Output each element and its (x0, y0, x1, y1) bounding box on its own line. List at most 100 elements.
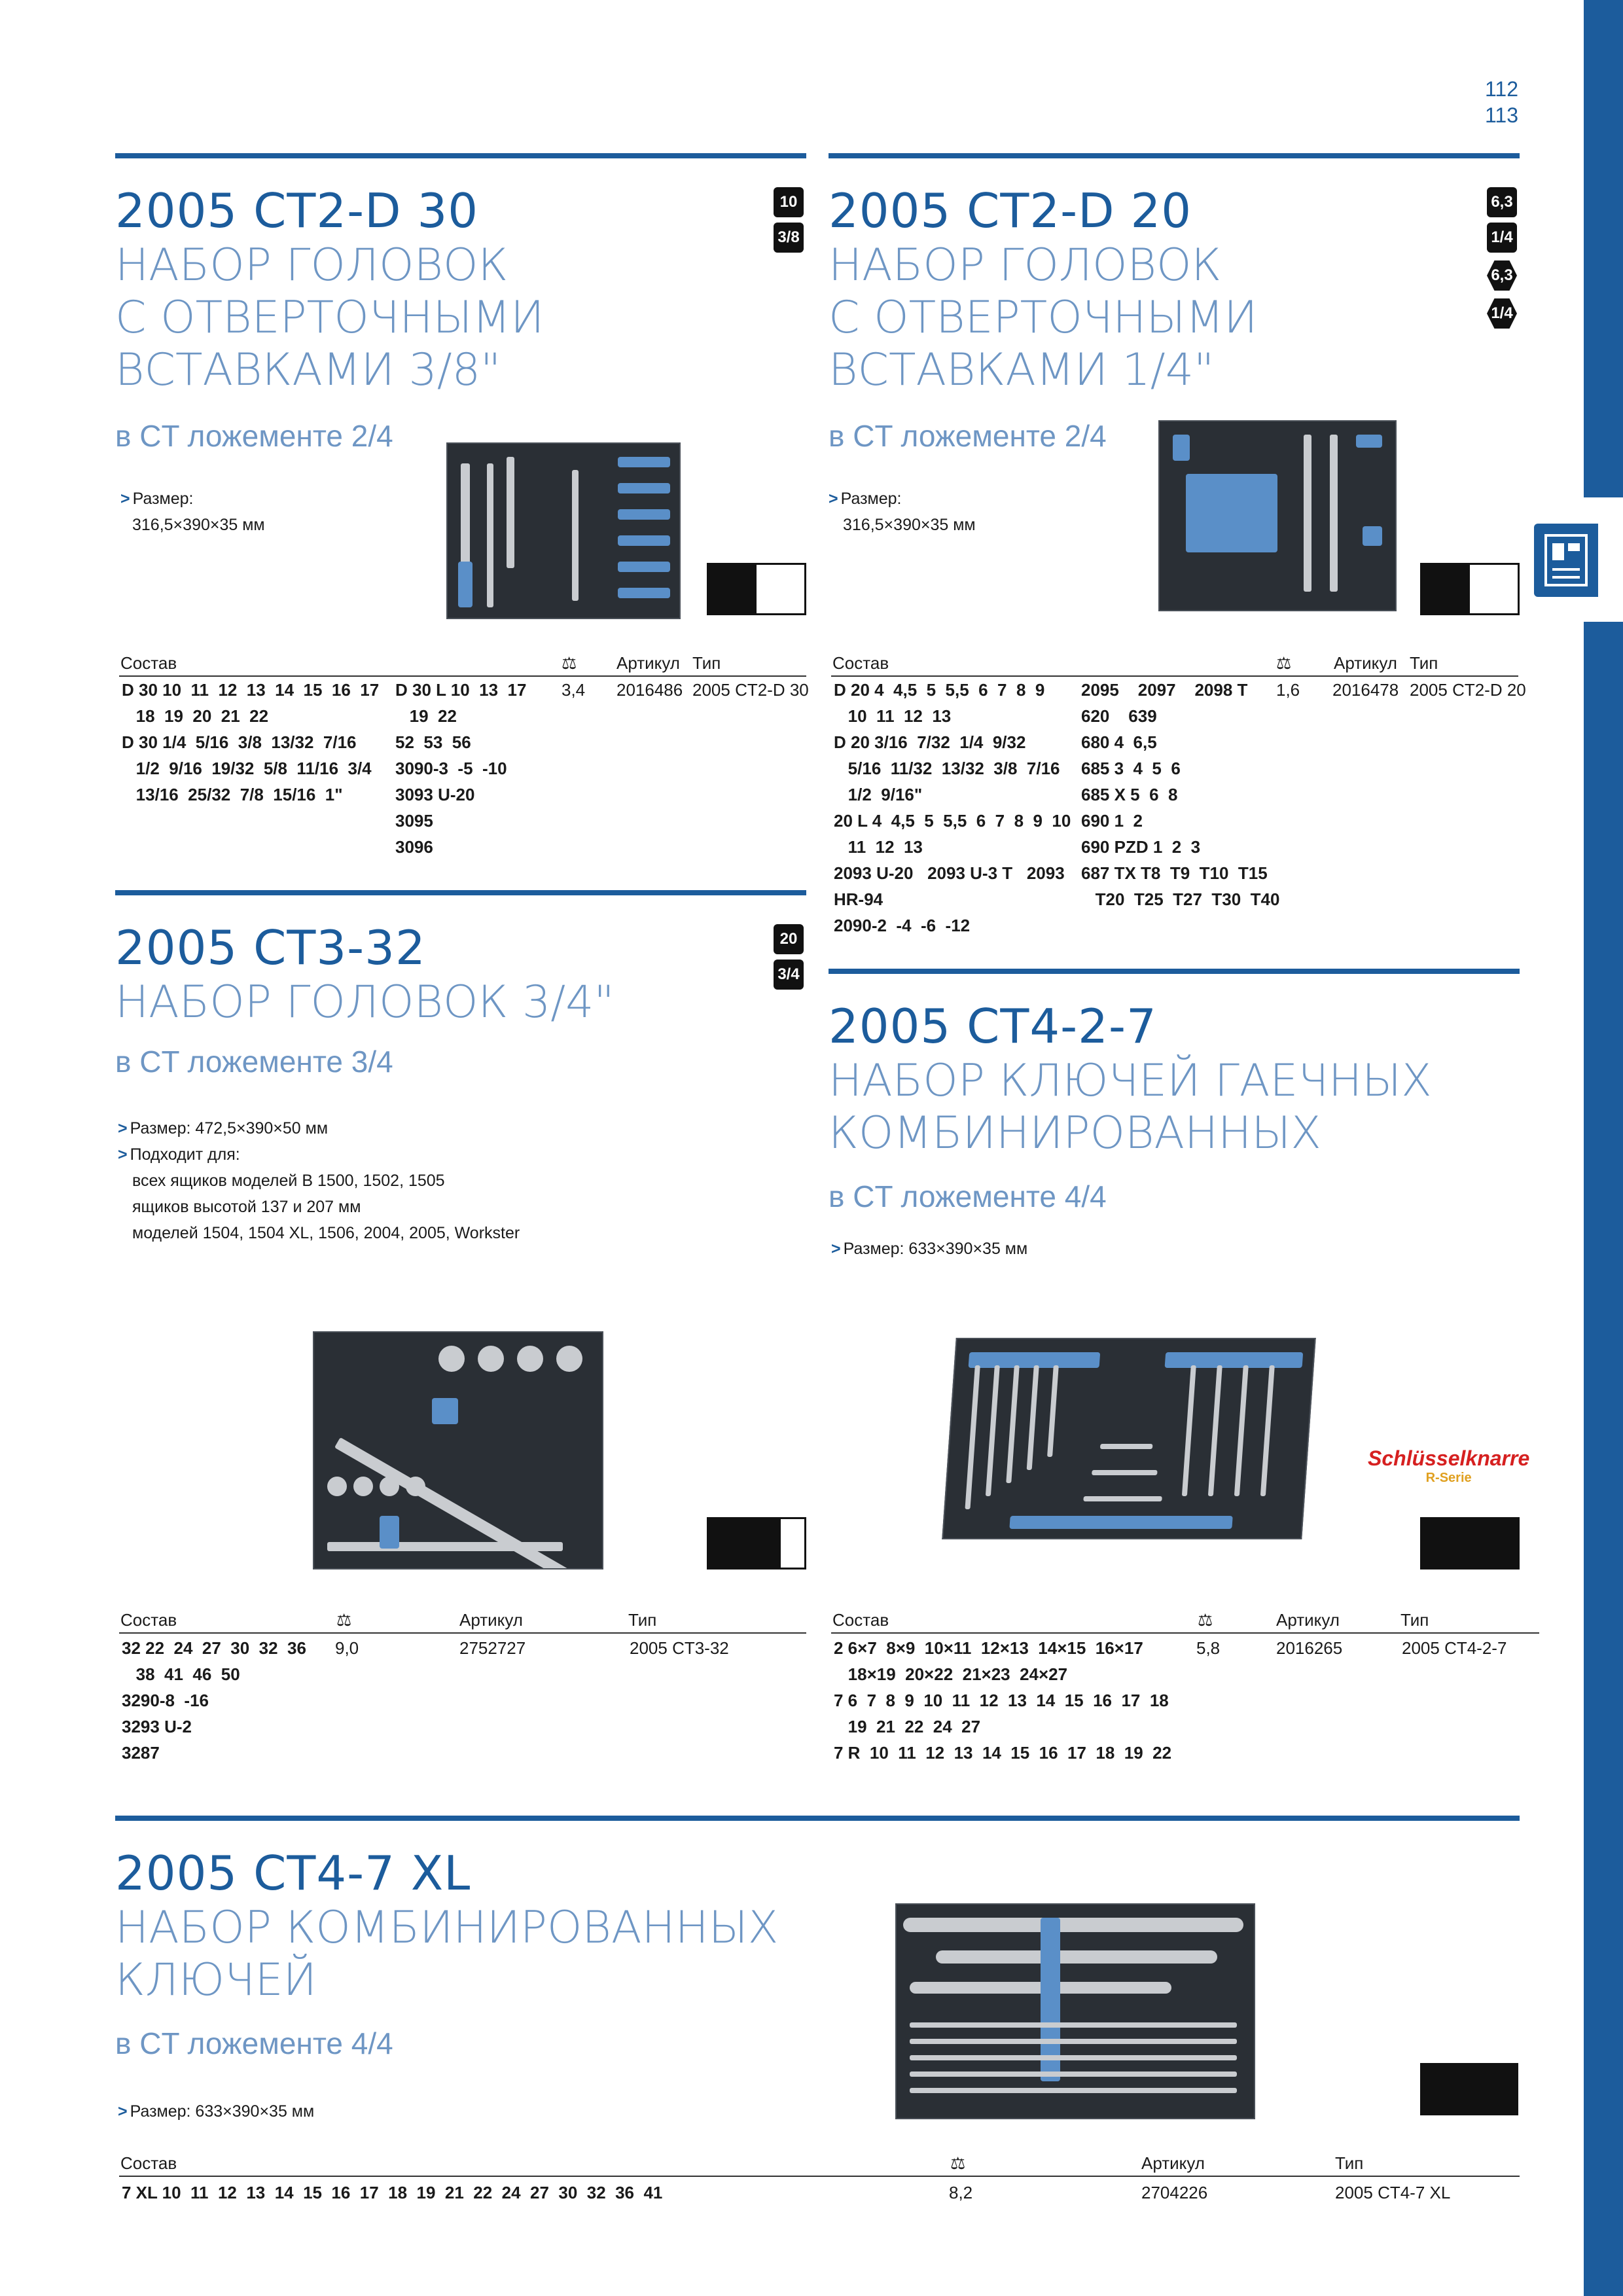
product-title-line: КОМБИНИРОВАННЫХ (829, 1107, 1321, 1159)
header-type: Тип (628, 1610, 657, 1630)
type-value: 2005 CT4-2-7 (1402, 1638, 1507, 1658)
product-title-line: ВСТАВКАМИ 1/4" (829, 344, 1215, 396)
arrow-icon: > (831, 1240, 841, 1258)
hex-size-badge: 6,3 (1487, 260, 1517, 291)
drive-size-badge: 10 (774, 187, 804, 217)
header-type: Тип (1410, 653, 1438, 673)
table-header: Состав ⚖ Артикул Тип (119, 2151, 1520, 2177)
section-rule (115, 153, 806, 158)
weight-icon: ⚖ (1276, 653, 1292, 673)
weight-value: 9,0 (335, 1638, 359, 1658)
tray-size-indicator (1420, 2063, 1518, 2115)
table-header: Состав ⚖ Артикул Тип (831, 1607, 1539, 1634)
weight-icon: ⚖ (562, 653, 577, 673)
product-title-line: НАБОР ГОЛОВОК (115, 240, 508, 291)
tray-size-indicator (707, 1517, 806, 1570)
page-edge-bar (1584, 0, 1623, 2296)
size-info: >Размер: 472,5×390×50 мм (118, 1119, 329, 1138)
header-article: Артикул (1334, 653, 1397, 673)
weight-value: 3,4 (562, 680, 586, 700)
arrow-icon: > (118, 2102, 128, 2121)
product-subtitle: в CT ложементе 2/4 (115, 419, 393, 453)
weight-value: 8,2 (949, 2183, 973, 2202)
section-rule (115, 890, 806, 895)
article-value: 2016486 (616, 680, 683, 700)
article-value: 2752727 (459, 1638, 526, 1658)
product-subtitle: в CT ложементе 4/4 (115, 2026, 393, 2060)
header-article: Артикул (616, 653, 680, 673)
drive-inch-badge: 3/8 (774, 223, 804, 253)
weight-icon: ⚖ (950, 2153, 966, 2173)
type-value: 2005 CT2-D 30 (692, 680, 809, 700)
tool-tray-photo (1158, 420, 1397, 611)
product-subtitle: в CT ложементе 2/4 (829, 419, 1107, 453)
weight-icon: ⚖ (336, 1610, 352, 1630)
type-value: 2005 CT3-32 (630, 1638, 729, 1658)
product-title-line: С ОТВЕРТОЧНЫМИ (829, 292, 1258, 344)
drive-inch-badge: 1/4 (1487, 223, 1517, 253)
fits-line: ящиков высотой 137 и 207 мм (132, 1198, 361, 1216)
weight-value: 1,6 (1276, 680, 1300, 700)
fits-line: моделей 1504, 1504 XL, 1506, 2004, 2005,… (132, 1224, 520, 1242)
type-value: 2005 CT4-7 XL (1335, 2183, 1451, 2202)
composition-list: 2 6×7 8×9 10×11 12×13 14×15 16×17 18×19 … (834, 1638, 1172, 1763)
tool-tray-photo (942, 1338, 1316, 1539)
size-value: 316,5×390×35 мм (843, 516, 976, 534)
product-code: 2005 CT4-2-7 (829, 999, 1157, 1054)
header-composition: Состав (120, 2153, 177, 2173)
drive-size-badge: 6,3 (1487, 187, 1517, 217)
arrow-icon: > (829, 490, 838, 508)
header-composition: Состав (832, 653, 889, 673)
header-type: Тип (1335, 2153, 1364, 2173)
tray-size-indicator (1420, 1517, 1520, 1570)
size-info: >Размер: 633×390×35 мм (831, 1240, 1028, 1258)
size-info: >Размер: (829, 490, 902, 508)
product-subtitle: в CT ложементе 3/4 (115, 1045, 393, 1079)
product-code: 2005 CT2-D 30 (115, 183, 479, 238)
chapter-tab-icon[interactable] (1534, 524, 1598, 597)
fits-line: всех ящиков моделей B 1500, 1502, 1505 (132, 1172, 445, 1190)
article-value: 2016265 (1276, 1638, 1343, 1658)
product-title-line: НАБОР КЛЮЧЕЙ ГАЕЧНЫХ (829, 1055, 1432, 1107)
header-article: Артикул (1141, 2153, 1205, 2173)
fits-info: >Подходит для: (118, 1145, 240, 1164)
product-title-line: НАБОР ГОЛОВОК (829, 240, 1222, 291)
arrow-icon: > (118, 1145, 128, 1164)
weight-icon: ⚖ (1198, 1610, 1213, 1630)
header-type: Тип (1400, 1610, 1429, 1630)
section-rule (115, 1816, 1520, 1821)
tray-size-indicator (707, 563, 806, 615)
weight-value: 5,8 (1196, 1638, 1221, 1658)
tool-tray-photo (313, 1331, 603, 1570)
tray-size-indicator (1420, 563, 1520, 615)
product-code: 2005 CT3-32 (115, 920, 426, 975)
section-rule (829, 153, 1520, 158)
drive-size-badge: 20 (774, 924, 804, 954)
article-value: 2016478 (1332, 680, 1399, 700)
type-value: 2005 CT2-D 20 (1410, 680, 1526, 700)
table-header: Состав ⚖ Артикул Тип (119, 1607, 806, 1634)
product-code: 2005 CT2-D 20 (829, 183, 1192, 238)
product-subtitle: в CT ложементе 4/4 (829, 1179, 1107, 1213)
size-info: >Размер: (120, 490, 194, 508)
product-title-line: НАБОР КОМБИНИРОВАННЫХ (115, 1902, 779, 1954)
header-composition: Состав (120, 1610, 177, 1630)
product-code: 2005 CT4-7 XL (115, 1846, 471, 1901)
product-title-line: НАБОР ГОЛОВОК 3/4" (115, 977, 615, 1028)
hex-inch-badge: 1/4 (1487, 298, 1517, 329)
composition-list: D 30 10 11 12 13 14 15 16 17 18 19 20 21… (122, 680, 380, 804)
size-value: 316,5×390×35 мм (132, 516, 265, 534)
header-composition: Состав (832, 1610, 889, 1630)
header-type: Тип (692, 653, 721, 673)
size-info: >Размер: 633×390×35 мм (118, 2102, 315, 2121)
article-value: 2704226 (1141, 2183, 1208, 2202)
arrow-icon: > (118, 1119, 128, 1138)
header-composition: Состав (120, 653, 177, 673)
drive-inch-badge: 3/4 (774, 960, 804, 990)
product-title-line: КЛЮЧЕЙ (115, 1954, 317, 2006)
